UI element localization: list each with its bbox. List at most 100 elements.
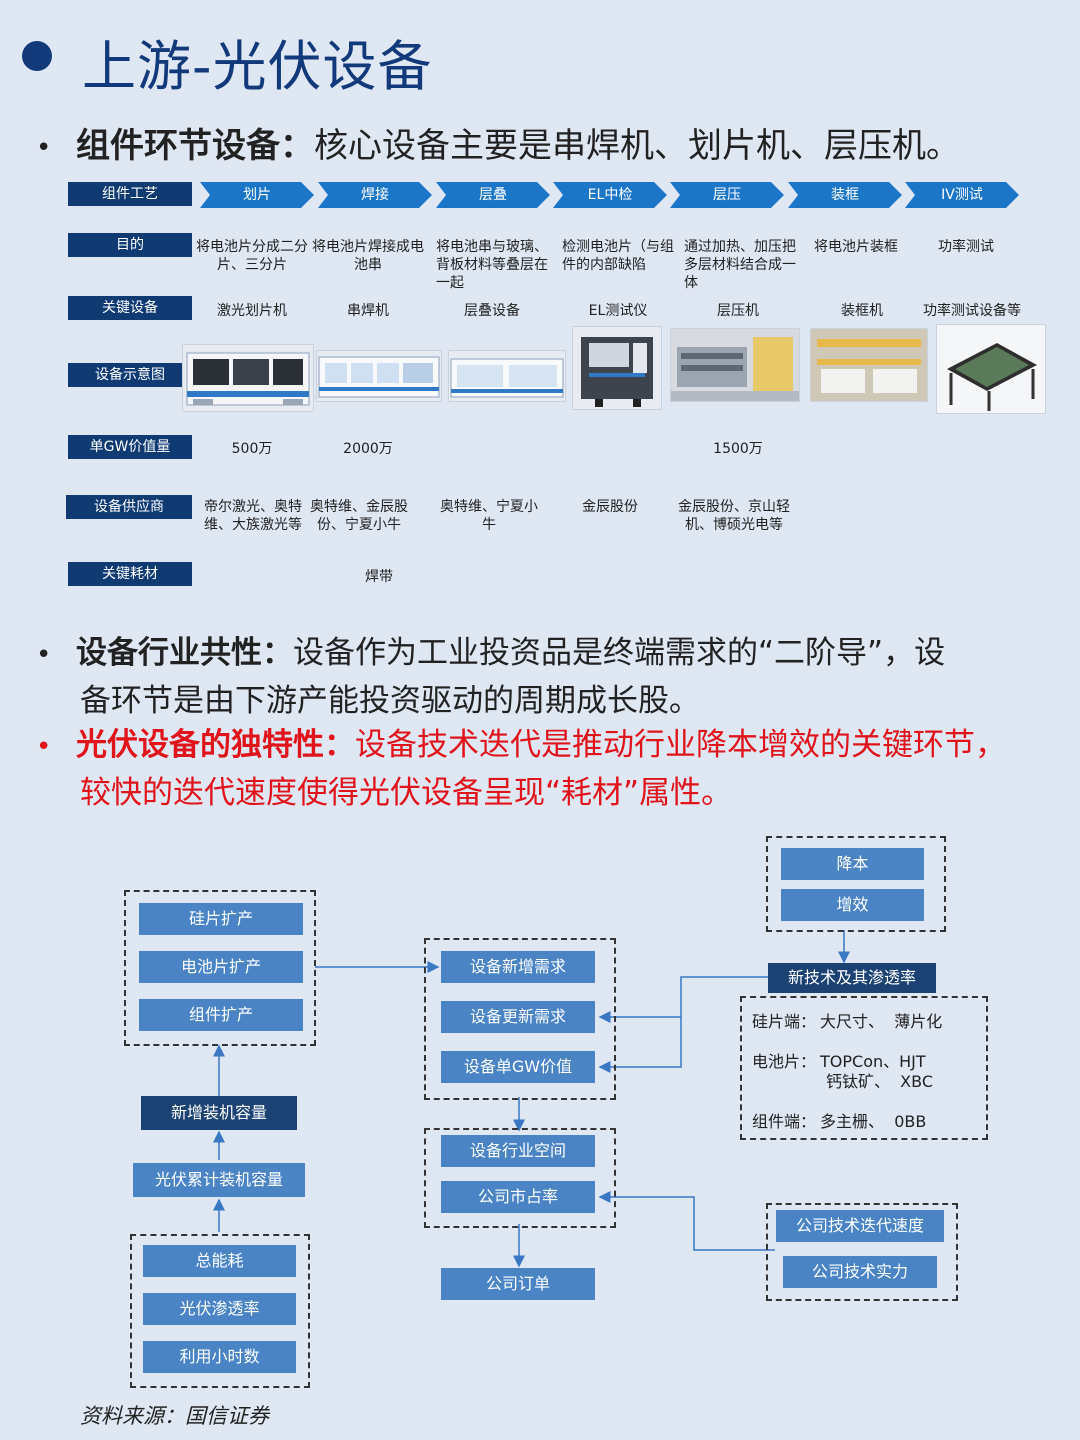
bullet-marker: • xyxy=(36,132,52,163)
supplier-dicing: 帝尔激光、奥特维、大族激光等 xyxy=(204,499,302,533)
image-stringer-machine xyxy=(316,350,442,402)
image-layup-machine xyxy=(448,350,566,402)
bullet-marker: • xyxy=(36,731,52,762)
title-bullet-dot xyxy=(22,41,52,71)
supplier-lamination: 金辰股份、京山轻机、博硕光电等 xyxy=(678,499,790,533)
box-new-tech-penetration: 新技术及其渗透率 xyxy=(768,963,936,993)
supplier-welding: 奥特维、金辰股份、宁夏小牛 xyxy=(310,499,408,533)
box-total-energy: 总能耗 xyxy=(143,1245,296,1277)
consumable-welding: 焊带 xyxy=(365,569,393,585)
value-welding: 2000万 xyxy=(343,441,393,457)
box-efficiency: 增效 xyxy=(781,889,924,921)
page-title: 上游-光伏设备 xyxy=(82,35,433,98)
group-tech-details xyxy=(740,996,988,1140)
tech-wafer-label: 硅片端： xyxy=(752,1012,817,1031)
value-lamination: 1500万 xyxy=(713,441,763,457)
bullet-industry-commonality: • 设备行业共性：设备作为工业投资品是终端需求的“二阶导”，设 备环节是由下游产能… xyxy=(36,630,1046,724)
source-note: 资料来源：国信证券 xyxy=(80,1404,269,1428)
box-tech-iteration-speed: 公司技术迭代速度 xyxy=(776,1210,944,1242)
box-industry-space: 设备行业空间 xyxy=(441,1135,595,1167)
box-new-installed-capacity: 新增装机容量 xyxy=(141,1096,297,1130)
purpose-layup: 将电池串与玻璃、背板材料等叠层在一起 xyxy=(436,239,548,291)
tech-module-label: 组件端： xyxy=(752,1112,817,1131)
equipment-lamination: 层压机 xyxy=(717,303,759,319)
box-pv-penetration: 光伏渗透率 xyxy=(143,1293,296,1325)
step-chevron-layup: 层叠 xyxy=(436,182,550,208)
equipment-layup: 层叠设备 xyxy=(464,303,520,319)
step-chevron-welding: 焊接 xyxy=(318,182,432,208)
step-chevron-dicing: 划片 xyxy=(200,182,314,208)
group-goals xyxy=(766,836,946,932)
equipment-el-test: EL测试仪 xyxy=(588,303,648,319)
step-chevron-iv-test: IV测试 xyxy=(905,182,1019,208)
label-purpose: 目的 xyxy=(68,233,192,257)
box-tech-strength: 公司技术实力 xyxy=(783,1256,937,1288)
purpose-el-test: 检测电池片（与组件的内部缺陷 xyxy=(562,239,674,273)
box-cost-reduction: 降本 xyxy=(781,848,924,880)
supplier-layup: 奥特维、宁夏小牛 xyxy=(440,499,538,533)
bullet-marker: • xyxy=(36,639,52,670)
tech-module-line: 组件端：多主栅、 0BB xyxy=(752,1108,926,1132)
bullet-text: 核心设备主要是串焊机、划片机、层压机。 xyxy=(314,126,960,166)
box-company-orders: 公司订单 xyxy=(441,1268,595,1300)
equipment-welding: 串焊机 xyxy=(347,303,389,319)
box-wafer-expansion: 硅片扩产 xyxy=(139,903,303,935)
tech-cell-line: 电池片：TOPCon、HJT xyxy=(752,1048,926,1072)
step-chevron-el-test: EL中检 xyxy=(553,182,667,208)
image-iv-tester xyxy=(936,324,1046,414)
bullet-pv-uniqueness: • 光伏设备的独特性：设备技术迭代是推动行业降本增效的关键环节， 较快的迭代速度使… xyxy=(36,722,1046,816)
box-cell-expansion: 电池片扩产 xyxy=(139,951,303,983)
arrow-company-to-share xyxy=(598,1191,775,1251)
group-market xyxy=(424,1128,616,1228)
box-new-equipment-demand: 设备新增需求 xyxy=(441,951,595,983)
group-equipment-demand xyxy=(424,938,616,1100)
tech-module-value: 多主栅、 0BB xyxy=(820,1112,927,1131)
equipment-dicing: 激光划片机 xyxy=(217,303,287,319)
purpose-iv-test: 功率测试 xyxy=(938,239,994,255)
purpose-lamination: 通过加热、加压把多层材料结合成一体 xyxy=(684,239,796,291)
tech-cell-label: 电池片： xyxy=(752,1052,817,1071)
box-cumulative-capacity: 光伏累计装机容量 xyxy=(133,1163,305,1197)
tech-wafer-value: 大尺寸、 薄片化 xyxy=(820,1012,943,1031)
tech-wafer-line: 硅片端：大尺寸、 薄片化 xyxy=(752,1008,942,1032)
image-laminator xyxy=(670,328,800,402)
group-capacity-expansion xyxy=(124,890,316,1046)
box-company-share: 公司市占率 xyxy=(441,1181,595,1213)
image-framing-machine xyxy=(810,328,928,402)
box-equipment-update-demand: 设备更新需求 xyxy=(441,1001,595,1033)
box-module-expansion: 组件扩产 xyxy=(139,999,303,1031)
supplier-el-test: 金辰股份 xyxy=(582,499,638,515)
bullet3-line1: 设备技术迭代是推动行业降本增效的关键环节， xyxy=(355,727,1006,763)
label-equipment-image: 设备示意图 xyxy=(68,363,192,387)
equipment-framing: 装框机 xyxy=(841,303,883,319)
box-value-per-gw: 设备单GW价值 xyxy=(441,1051,595,1083)
arrow-newtech-to-value xyxy=(598,976,768,1073)
label-process: 组件工艺 xyxy=(68,182,192,206)
image-laser-dicing-machine xyxy=(182,344,314,412)
equipment-iv-test: 功率测试设备等 xyxy=(923,303,1021,319)
bullet2-bold: 设备行业共性： xyxy=(76,635,293,671)
step-chevron-lamination: 层压 xyxy=(670,182,784,208)
label-value-per-gw: 单GW价值量 xyxy=(68,435,192,459)
step-chevron-framing: 装框 xyxy=(788,182,902,208)
bullet-bold: 组件环节设备： xyxy=(76,126,314,166)
group-demand-drivers xyxy=(130,1234,310,1388)
tech-cell-value: TOPCon、HJT xyxy=(820,1052,926,1071)
label-key-consumables: 关键耗材 xyxy=(68,562,192,586)
value-dicing: 500万 xyxy=(231,441,273,457)
tech-cell-value-2: 钙钛矿、 XBC xyxy=(826,1072,934,1091)
bullet2-line2: 备环节是由下游产能投资驱动的周期成长股。 xyxy=(80,682,700,719)
label-suppliers: 设备供应商 xyxy=(66,495,192,519)
purpose-welding: 将电池片焊接成电池串 xyxy=(312,239,424,273)
bullet2-line1: 设备作为工业投资品是终端需求的“二阶导”，设 xyxy=(293,635,946,671)
bullet3-bold: 光伏设备的独特性： xyxy=(76,727,355,763)
box-utilization-hours: 利用小时数 xyxy=(143,1341,296,1373)
image-el-tester xyxy=(572,326,662,410)
bullet3-line2: 较快的迭代速度使得光伏设备呈现“耗材”属性。 xyxy=(80,774,733,811)
purpose-dicing: 将电池片分成二分片、三分片 xyxy=(196,239,308,273)
purpose-framing: 将电池片装框 xyxy=(814,239,898,255)
group-company-tech xyxy=(766,1203,958,1301)
label-key-equipment: 关键设备 xyxy=(68,296,192,320)
bullet-module-equipment: • 组件环节设备：核心设备主要是串焊机、划片机、层压机。 xyxy=(36,118,960,167)
